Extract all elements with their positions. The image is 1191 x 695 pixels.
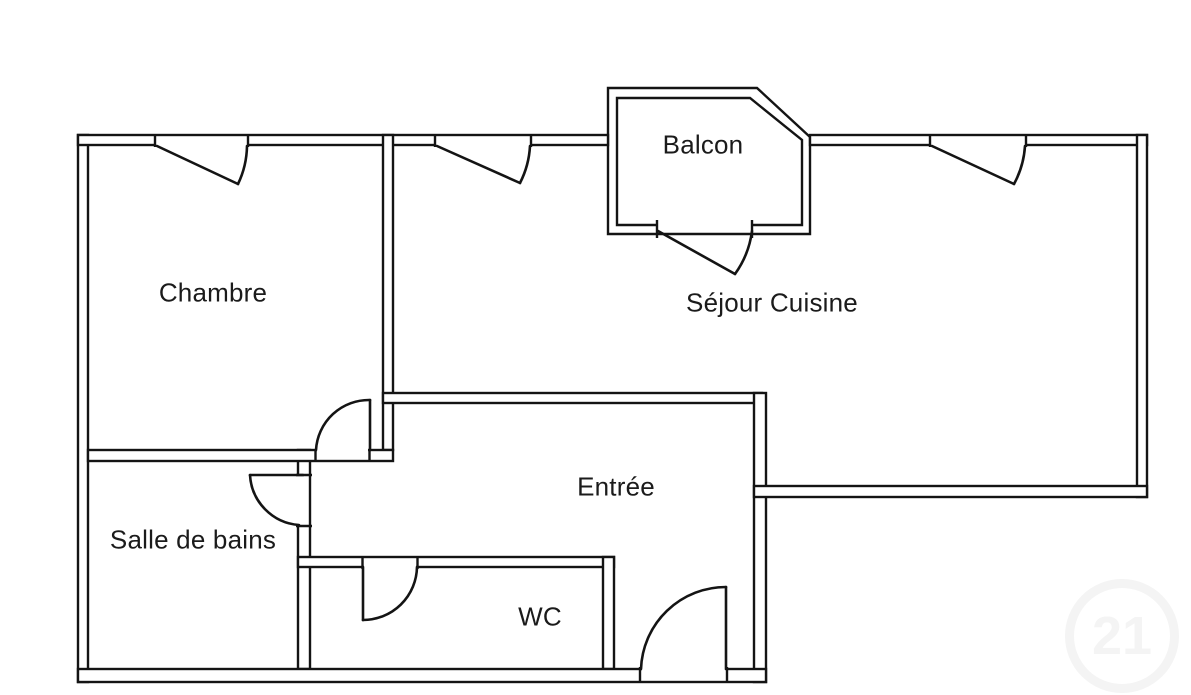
door-leaf <box>656 229 737 276</box>
balcony-walls <box>606 86 812 236</box>
window-sejour-right <box>928 134 1028 186</box>
wall-chambre-bottom <box>86 448 395 463</box>
window-swing-arc <box>236 144 249 186</box>
room-label-salle-de-bains: Salle de bains <box>109 524 277 555</box>
window-swing-arc <box>1012 144 1027 186</box>
wall-entree-top <box>381 391 764 405</box>
door-entree <box>638 585 729 683</box>
window-swing-arc <box>518 144 532 185</box>
door-swing-arc <box>639 585 728 671</box>
exterior-walls <box>76 133 1149 684</box>
window-sash <box>155 144 240 186</box>
agency-watermark: 21 <box>1065 579 1179 693</box>
window-sash <box>930 144 1016 186</box>
door-salle-de-bains <box>248 473 312 528</box>
watermark-text: 21 <box>1091 606 1153 666</box>
room-label-entree: Entrée <box>577 471 655 502</box>
balcony-outline <box>606 86 812 236</box>
interior-walls <box>76 133 1149 684</box>
window-chambre <box>153 134 250 186</box>
window-jambs <box>928 134 1028 147</box>
door-swing-arc <box>361 565 419 622</box>
room-label-balcon: Balcon <box>662 129 744 160</box>
room-label-sejour-cuisine: Séjour Cuisine <box>686 287 858 318</box>
door-chambre <box>314 398 372 462</box>
wall-top-left <box>76 133 610 147</box>
room-label-chambre: Chambre <box>158 277 268 308</box>
wall-sejour-bottom <box>752 484 1149 499</box>
door-wc <box>361 556 419 622</box>
door-balcon <box>655 220 754 276</box>
window-jambs <box>433 134 533 147</box>
wall-right <box>1135 133 1149 499</box>
window-jambs <box>153 134 250 147</box>
wall-wc-right <box>601 555 616 671</box>
wall-entree-right <box>752 391 768 684</box>
door-swing-arc <box>733 229 754 276</box>
wall-wc-top <box>296 555 616 569</box>
window-sash <box>435 144 522 185</box>
room-label-wc: WC <box>518 601 562 632</box>
wall-bottom <box>76 667 768 684</box>
door-swing-arc <box>314 398 372 452</box>
wall-left <box>76 133 90 684</box>
door-swing-arc <box>248 473 301 527</box>
window-sejour-left <box>433 134 533 185</box>
